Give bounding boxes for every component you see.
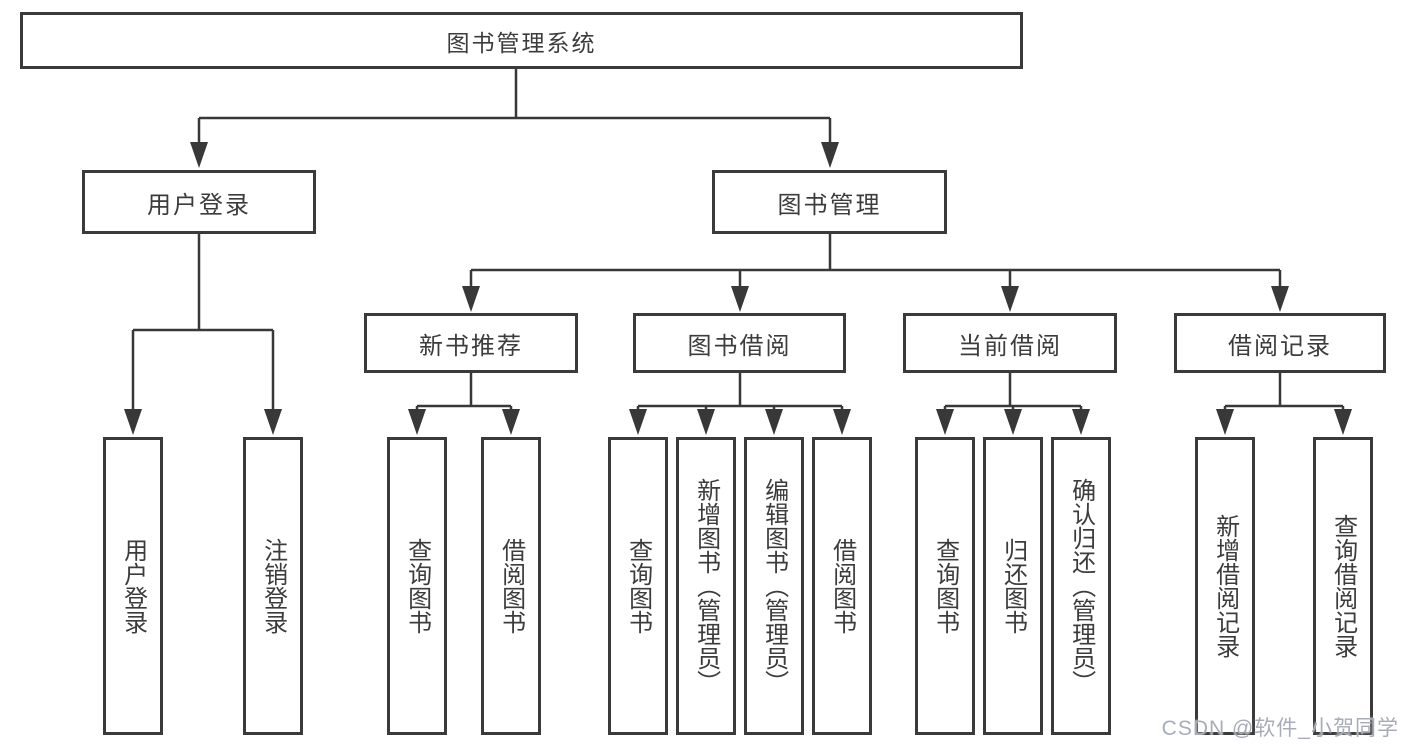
- leaf-query-borrow-record: 查询借阅记录: [1313, 437, 1373, 735]
- leaf-borrow-books-recommend: 借阅图书: [481, 437, 541, 735]
- node-user-login: 用户登录: [82, 170, 316, 234]
- leaf-query-books-recommend: 查询图书: [387, 437, 447, 735]
- leaf-logout: 注销登录: [243, 437, 303, 735]
- leaf-add-book-admin: 新增图书（管理员）: [676, 437, 736, 735]
- leaf-borrow-books-borrow: 借阅图书: [812, 437, 872, 735]
- node-book-management: 图书管理: [712, 170, 947, 234]
- leaf-edit-book-admin: 编辑图书（管理员）: [744, 437, 804, 735]
- node-system-root: 图书管理系统: [20, 12, 1023, 69]
- leaf-add-borrow-record: 新增借阅记录: [1195, 437, 1255, 735]
- leaf-confirm-return-admin: 确认归还（管理员）: [1051, 437, 1111, 735]
- csdn-watermark: CSDN @软件_小贺同学: [1161, 717, 1399, 740]
- node-current-borrow: 当前借阅: [903, 313, 1117, 373]
- node-book-borrow: 图书借阅: [633, 313, 846, 373]
- node-borrow-records: 借阅记录: [1174, 313, 1386, 373]
- leaf-query-books-borrow: 查询图书: [608, 437, 668, 735]
- leaf-query-books-current: 查询图书: [915, 437, 975, 735]
- node-new-book-recommend: 新书推荐: [364, 313, 578, 373]
- leaf-return-book: 归还图书: [983, 437, 1043, 735]
- leaf-user-login: 用户登录: [103, 437, 163, 735]
